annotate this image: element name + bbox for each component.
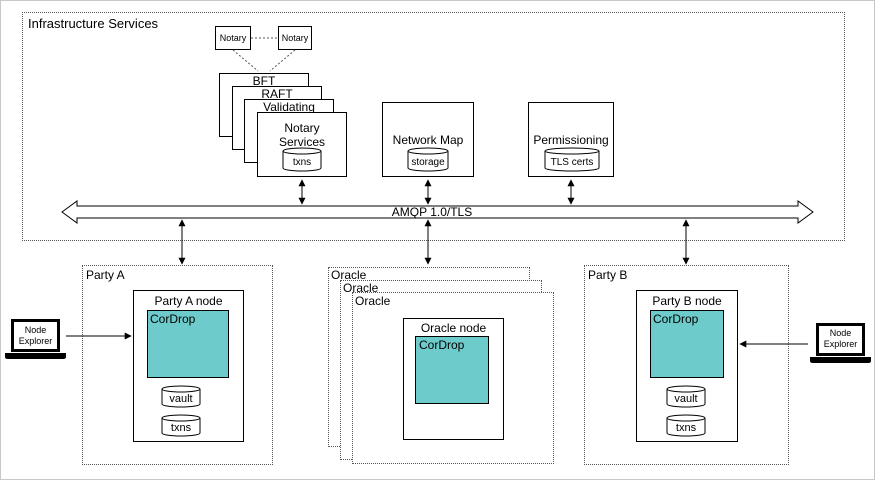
notary-box-left: Notary <box>215 26 251 50</box>
notary-right-link <box>269 49 296 72</box>
party-b-cordrop-box <box>650 310 724 378</box>
party-a-cordrop-box <box>147 310 229 378</box>
party-a-vault-label: vault <box>169 393 192 405</box>
notary-left-label: Notary <box>219 33 247 43</box>
bft-label: BFT <box>252 74 276 88</box>
party-b-txns-label: txns <box>676 422 697 434</box>
party-a-txns-cylinder: txns <box>161 414 201 437</box>
party-b-explorer-line2: Explorer <box>824 339 858 349</box>
party-b-region <box>584 265 789 465</box>
party-b-cordrop-label: CorDrop <box>653 312 699 326</box>
raft-label: RAFT <box>261 87 293 101</box>
party-b-title: Party B <box>588 268 628 282</box>
networkmap-storage-cylinder: storage <box>407 147 449 172</box>
party-a-laptop-icon[interactable]: Node Explorer <box>5 319 66 359</box>
party-a-title: Party A <box>86 268 125 282</box>
party-a-vault-cylinder: vault <box>161 385 201 408</box>
notary-left-link <box>232 49 259 72</box>
permissioning-tls-label: TLS certs <box>551 157 594 168</box>
oracle-title-2: Oracle <box>343 281 379 295</box>
party-b-txns-cylinder: txns <box>666 414 706 437</box>
amqp-bus-label: AMQP 1.0/TLS <box>392 205 472 219</box>
oracle-title-1: Oracle <box>331 268 367 282</box>
oracle-cordrop-label: CorDrop <box>419 338 465 352</box>
networkmap-storage-label: storage <box>411 157 445 168</box>
party-b-vault-label: vault <box>674 393 697 405</box>
amqp-bus-arrow <box>61 200 814 224</box>
party-a-cordrop-label: CorDrop <box>150 312 196 326</box>
network-map-label: Network Map <box>392 133 464 147</box>
permissioning-box: Permissioning <box>528 102 614 177</box>
notary-box-right: Notary <box>278 26 312 50</box>
notary-txns-cylinder: txns <box>282 147 322 172</box>
party-b-node-label: Party B node <box>652 294 722 308</box>
party-a-explorer-line1: Node <box>25 325 47 335</box>
infrastructure-services-title: Infrastructure Services <box>28 16 159 31</box>
permissioning-tls-cylinder: TLS certs <box>544 147 600 172</box>
permissioning-label: Permissioning <box>533 133 609 147</box>
party-a-node-label: Party A node <box>154 294 223 308</box>
party-a-explorer-line2: Explorer <box>19 336 53 346</box>
notary-txns-label: txns <box>293 157 311 168</box>
oracle-cordrop-box <box>415 336 489 404</box>
notary-services-label: Notary Services <box>278 121 325 149</box>
oracle-node-label: Oracle node <box>420 321 487 335</box>
notary-right-label: Notary <box>281 33 309 43</box>
validating-label: Validating <box>263 100 315 114</box>
party-b-laptop-icon[interactable]: Node Explorer <box>810 323 871 363</box>
party-a-region <box>82 265 273 465</box>
oracle-title-3: Oracle <box>355 294 391 308</box>
party-a-txns-label: txns <box>171 422 192 434</box>
infrastructure-services-region <box>22 12 845 241</box>
party-b-vault-cylinder: vault <box>666 385 706 408</box>
party-b-explorer-line1: Node <box>830 328 852 338</box>
